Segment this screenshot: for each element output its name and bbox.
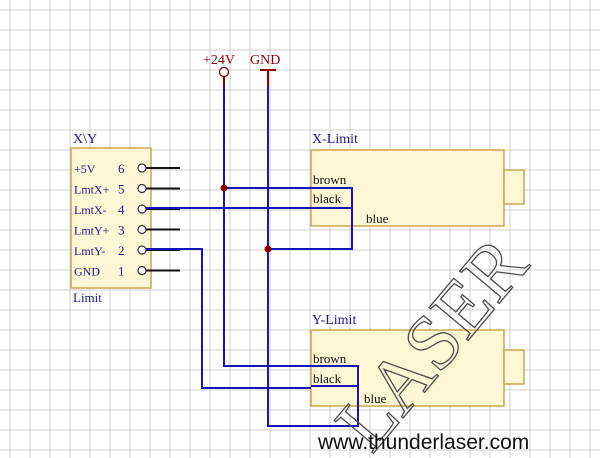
pin-terminal xyxy=(137,204,147,214)
x-limit-wire-black: black xyxy=(313,191,342,206)
pin-terminal xyxy=(137,265,147,276)
y-limit-title: Y-Limit xyxy=(312,313,356,328)
y-limit-wire-brown: brown xyxy=(313,351,347,366)
junction-24v xyxy=(220,184,228,192)
x-limit-wire-brown: brown xyxy=(313,172,347,187)
wiring xyxy=(146,86,359,427)
pin-terminal xyxy=(137,245,147,255)
wire-gnd-x-blue xyxy=(268,207,353,250)
y-limit-sensor: Y-Limit brown black blue xyxy=(310,313,525,407)
pin-name: LmtX+ xyxy=(74,183,110,197)
wire-24v-y-brown xyxy=(223,86,311,367)
plus-24v-terminal xyxy=(218,66,230,78)
pin-terminal xyxy=(137,224,147,235)
power-rails: +24V GND xyxy=(203,53,280,86)
pin-name: LmtY- xyxy=(74,244,105,258)
pin-number: 2 xyxy=(118,243,125,258)
pin-number: 6 xyxy=(118,161,125,176)
pin-number: 1 xyxy=(118,264,125,279)
pin-terminal xyxy=(137,183,147,194)
connector-body xyxy=(70,147,152,289)
pin-terminal xyxy=(137,163,147,173)
connector-subtitle: Limit xyxy=(73,290,102,305)
footer-url: www.thunderlaser.com xyxy=(317,431,529,454)
pin-name: +5V xyxy=(74,162,96,176)
pin-number: 3 xyxy=(118,223,125,238)
x-limit-wire-blue: blue xyxy=(366,211,389,226)
y-limit-body xyxy=(310,329,505,407)
y-limit-tab xyxy=(503,349,525,385)
pin-number: 5 xyxy=(118,182,125,197)
wire-x-black-loop xyxy=(224,187,353,208)
x-limit-title: X-Limit xyxy=(312,132,358,147)
gnd-rail-label: GND xyxy=(250,53,280,68)
pin-name: LmtX- xyxy=(74,203,107,217)
y-limit-wire-blue: blue xyxy=(364,391,387,406)
pin-number: 4 xyxy=(118,202,125,217)
x-limit-sensor: X-Limit brown black blue xyxy=(310,132,525,227)
wire-gnd-y-blue xyxy=(267,86,359,427)
connector-title: X\Y xyxy=(73,132,97,147)
x-limit-tab xyxy=(503,169,525,205)
wire-lmty-minus xyxy=(146,248,311,389)
pin-name: LmtY+ xyxy=(74,224,110,238)
plus-24v-label: +24V xyxy=(203,53,235,68)
wire-y-brown-loop xyxy=(311,365,359,386)
y-limit-wire-black: black xyxy=(313,371,342,386)
pin-name: GND xyxy=(74,265,100,279)
junction-gnd xyxy=(264,245,272,253)
